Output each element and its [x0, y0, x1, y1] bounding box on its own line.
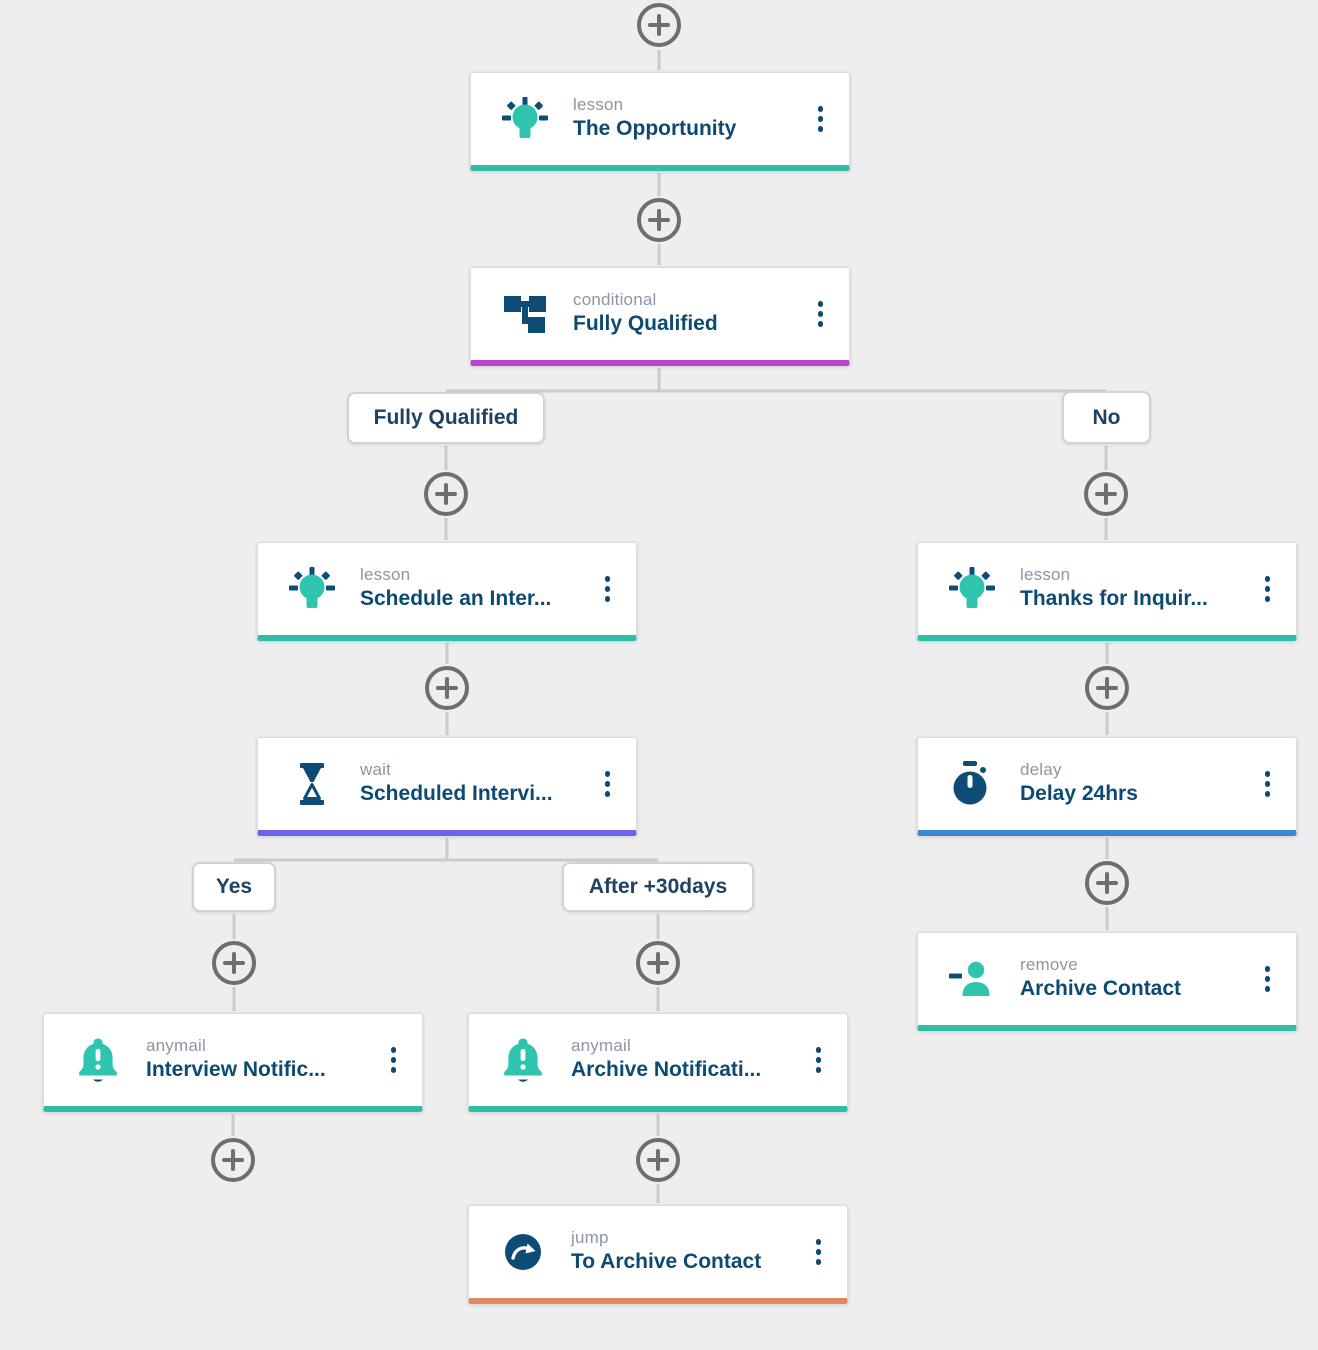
node-interview-notification[interactable]: anymail Interview Notific... — [43, 1013, 423, 1112]
branch-label-after-30days[interactable]: After +30days — [562, 862, 754, 912]
add-step-button[interactable] — [1085, 666, 1129, 710]
bell-icon — [499, 1036, 547, 1084]
node-type-label: lesson — [1020, 565, 1071, 585]
hourglass-icon — [288, 760, 336, 808]
node-text: lesson Schedule an Inter... — [360, 564, 603, 614]
add-step-button[interactable] — [212, 941, 256, 985]
add-step-button[interactable] — [637, 3, 681, 47]
kebab-menu-icon[interactable] — [1263, 960, 1273, 998]
kebab-menu-icon[interactable] — [814, 1041, 824, 1079]
node-type-label: lesson — [573, 95, 624, 115]
branch-label-text: Fully Qualified — [373, 406, 519, 429]
node-text: conditional Fully Qualified — [573, 289, 816, 339]
lightbulb-icon — [288, 565, 336, 613]
node-title: Interview Notific... — [146, 1058, 326, 1082]
lightbulb-icon — [948, 565, 996, 613]
node-thanks-for-inquiring[interactable]: lesson Thanks for Inquir... — [917, 542, 1297, 641]
node-fully-qualified[interactable]: conditional Fully Qualified — [470, 267, 850, 366]
node-jump-to-archive-contact[interactable]: jump To Archive Contact — [468, 1205, 848, 1304]
kebab-menu-icon[interactable] — [389, 1041, 399, 1079]
node-text: anymail Interview Notific... — [146, 1035, 389, 1085]
kebab-menu-icon[interactable] — [603, 570, 613, 608]
node-text: anymail Archive Notificati... — [571, 1035, 814, 1085]
node-type-label: remove — [1020, 955, 1078, 975]
jump-arrow-icon — [499, 1228, 547, 1276]
node-title: The Opportunity — [573, 117, 737, 141]
node-title: Archive Contact — [1020, 977, 1182, 1001]
node-delay-24hrs[interactable]: delay Delay 24hrs — [917, 737, 1297, 836]
kebab-menu-icon[interactable] — [816, 295, 826, 333]
node-text: lesson Thanks for Inquir... — [1020, 564, 1263, 614]
branch-label-text: After +30days — [588, 875, 728, 898]
add-step-button[interactable] — [637, 198, 681, 242]
node-archive-notification[interactable]: anymail Archive Notificati... — [468, 1013, 848, 1112]
add-step-button[interactable] — [1085, 861, 1129, 905]
node-type-label: delay — [1020, 760, 1062, 780]
node-type-label: lesson — [360, 565, 411, 585]
node-type-label: conditional — [573, 290, 657, 310]
kebab-menu-icon[interactable] — [816, 100, 826, 138]
branch-label-no[interactable]: No — [1062, 391, 1151, 444]
node-text: wait Scheduled Intervi... — [360, 759, 603, 809]
lightbulb-icon — [501, 95, 549, 143]
node-type-label: anymail — [146, 1036, 206, 1056]
node-title: Delay 24hrs — [1020, 782, 1138, 806]
stopwatch-icon — [948, 760, 996, 808]
node-title: Fully Qualified — [573, 312, 718, 336]
remove-user-icon — [948, 955, 996, 1003]
add-step-button[interactable] — [1084, 472, 1128, 516]
node-title: To Archive Contact — [571, 1250, 762, 1274]
kebab-menu-icon[interactable] — [603, 765, 613, 803]
bell-icon — [74, 1036, 122, 1084]
add-step-button[interactable] — [211, 1138, 255, 1182]
flowchart-icon — [501, 290, 549, 338]
node-text: delay Delay 24hrs — [1020, 759, 1263, 809]
node-type-label: anymail — [571, 1036, 631, 1056]
branch-label-text: Yes — [215, 875, 253, 898]
node-title: Scheduled Intervi... — [360, 782, 553, 806]
node-archive-contact[interactable]: remove Archive Contact — [917, 932, 1297, 1031]
node-title: Schedule an Inter... — [360, 587, 552, 611]
branch-label-fully-qualified[interactable]: Fully Qualified — [347, 392, 545, 444]
node-title: Thanks for Inquir... — [1020, 587, 1208, 611]
node-title: Archive Notificati... — [571, 1058, 762, 1082]
node-the-opportunity[interactable]: lesson The Opportunity — [470, 72, 850, 171]
node-schedule-an-interview[interactable]: lesson Schedule an Inter... — [257, 542, 637, 641]
node-text: jump To Archive Contact — [571, 1227, 814, 1277]
add-step-button[interactable] — [636, 1138, 680, 1182]
kebab-menu-icon[interactable] — [1263, 765, 1273, 803]
node-scheduled-interview-wait[interactable]: wait Scheduled Intervi... — [257, 737, 637, 836]
node-type-label: jump — [571, 1228, 609, 1248]
kebab-menu-icon[interactable] — [814, 1233, 824, 1271]
branch-label-text: No — [1092, 405, 1121, 429]
node-text: lesson The Opportunity — [573, 94, 816, 144]
node-text: remove Archive Contact — [1020, 954, 1263, 1004]
kebab-menu-icon[interactable] — [1263, 570, 1273, 608]
node-type-label: wait — [360, 760, 392, 780]
add-step-button[interactable] — [425, 666, 469, 710]
add-step-button[interactable] — [636, 941, 680, 985]
branch-label-yes[interactable]: Yes — [192, 862, 276, 912]
add-step-button[interactable] — [424, 472, 468, 516]
